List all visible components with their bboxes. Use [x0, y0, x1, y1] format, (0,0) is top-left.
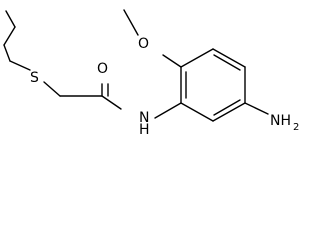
- bond-propyl-1: [5, 10, 16, 28]
- amide-nitrogen-label: N: [139, 110, 149, 126]
- ring-bond-5-inner: [213, 99, 241, 116]
- bond-ring-methoxy-o: [162, 54, 182, 68]
- amine-label: NH: [270, 113, 291, 129]
- bond-propyl-3: [3, 44, 11, 62]
- ring-bond-6: [180, 102, 214, 122]
- ring-bond-3-inner: [213, 54, 241, 71]
- ring-bond-5: [212, 102, 246, 122]
- ring-bond-2: [180, 48, 214, 68]
- bond-propyl-s: [9, 60, 31, 71]
- amide-hydrogen-label: H: [139, 122, 150, 138]
- bond-carbonyl-n: [101, 95, 122, 110]
- molecule-diagram: S O N H O NH 2: [3, 9, 299, 138]
- ring-bond-3: [212, 48, 246, 68]
- bonds: [3, 9, 269, 122]
- bond-methoxy-ch3: [123, 9, 139, 36]
- bond-s-ch2: [43, 81, 61, 97]
- sulfur-label: S: [30, 70, 39, 86]
- bond-ring-amine: [244, 102, 269, 115]
- amine-subscript: 2: [293, 122, 299, 133]
- carbonyl-oxygen-label: O: [97, 61, 108, 77]
- bond-n-ring: [154, 102, 182, 119]
- methoxy-oxygen-label: O: [138, 36, 149, 52]
- bond-propyl-2: [3, 26, 16, 46]
- atom-labels: S O N H O NH 2: [30, 36, 299, 138]
- structure-canvas: S O N H O NH 2: [3, 9, 299, 138]
